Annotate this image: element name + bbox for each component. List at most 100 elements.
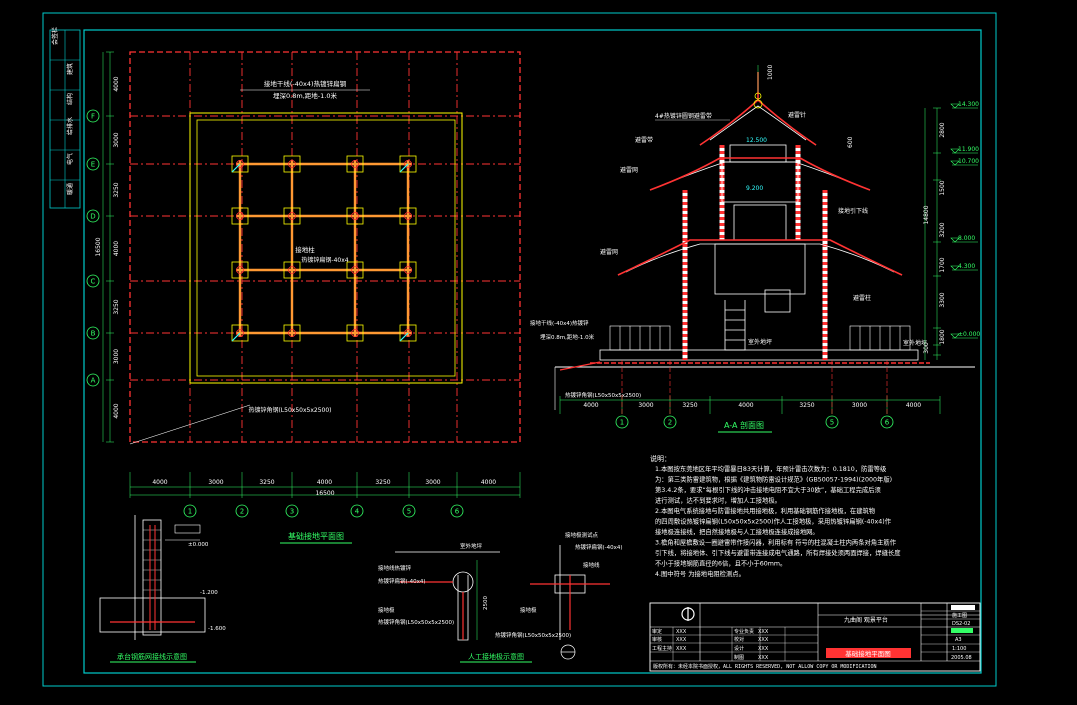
section-dim: 3250 (799, 402, 814, 409)
column-node (288, 329, 296, 337)
tb-name: XXX (758, 655, 769, 661)
section-vdim: 3300 (939, 292, 946, 307)
elevation-marker: 11.900 (950, 146, 979, 154)
side-strip-item: 电气 (66, 153, 74, 165)
tb-drawing-name: 基础接地平面图 (845, 649, 891, 658)
detail-test-point: 接地极测试点 热镀锌扁钢(-40x4) 接地线 接地极 热镀锌角钢(L50x50… (495, 531, 623, 640)
mid-detail-title: 人工接地极示意图 (468, 652, 524, 661)
tb-role: 工程主持 (652, 645, 672, 652)
column-node (351, 266, 359, 274)
section-vdim: 14800 (923, 205, 930, 224)
label-h2: 9.200 (746, 185, 763, 192)
tb-role: 专业负责 (734, 628, 754, 635)
svg-text:1: 1 (188, 508, 192, 516)
column-pad (231, 207, 249, 225)
tb-drawing-no: DS2-02 (952, 621, 970, 627)
plan-note-top-1: 接地干线(-40x4)热镀锌扁钢 (264, 79, 347, 88)
tb-name: XXX (676, 637, 687, 643)
left-elev-2: -1.600 (208, 626, 226, 632)
section-vdim: 1700 (939, 257, 946, 272)
plan-col-dim: 3000 (208, 479, 223, 486)
tb-name: XXX (676, 629, 687, 635)
column-node (236, 160, 244, 168)
column-pad (283, 261, 301, 279)
label-h3: 600 (847, 136, 854, 148)
tb-name: XXX (758, 629, 769, 635)
column-pad (346, 324, 364, 342)
column-node (288, 212, 296, 220)
mid-dim: 2500 (483, 596, 489, 610)
tb-scale: 1:100 (952, 646, 966, 652)
axis-bubble-col: 3 (285, 504, 299, 518)
section-vdim: 3200 (939, 222, 946, 237)
note-line: 不小于接地钢筋直径的6倍，且不小于60mm。 (655, 559, 786, 568)
plan-note-top-2: 埋深0.8m,距地-1.0米 (273, 91, 337, 100)
svg-text:14.300: 14.300 (958, 101, 979, 108)
plan-col-dim: 3250 (259, 479, 274, 486)
column-pad (346, 207, 364, 225)
label-ceiling: 避雷网 (600, 248, 618, 256)
plan-row-dim: 3250 (113, 299, 120, 314)
svg-text:6: 6 (455, 508, 460, 516)
section-dim: 4000 (738, 402, 753, 409)
tb-stage: 施工图 (952, 612, 967, 619)
column-node (236, 212, 244, 220)
column-pad (346, 261, 364, 279)
section-dim: 3000 (638, 402, 653, 409)
elevation-marker: ±0.000 (950, 331, 980, 339)
column-node (351, 212, 359, 220)
section-dim: 4000 (906, 402, 921, 409)
section-vdim: 1500 (939, 180, 946, 195)
plan-note-mid-2: 热镀锌扁钢-40x4 (301, 256, 348, 264)
svg-text:±0.000: ±0.000 (958, 331, 980, 338)
notes-heading: 说明： (650, 454, 671, 463)
label-ground-lead-1: 接地干线(-40x4)热镀锌 (530, 319, 589, 327)
right-label-5: 热镀锌角钢(L50x50x5x2500) (495, 631, 571, 639)
column-pad (231, 324, 249, 342)
firm-logo (681, 607, 695, 621)
plan-note-mid-1: 接地柱 (295, 245, 315, 254)
column-node (404, 212, 412, 220)
tb-name: XXX (758, 646, 769, 652)
axis-bubble-col: 1 (183, 504, 197, 518)
column-node (351, 329, 359, 337)
down-lead-marker (399, 163, 409, 173)
plan-col-dim: 4000 (152, 479, 167, 486)
side-strip-item: 给排水 (66, 117, 74, 135)
tb-role: 制图 (734, 654, 744, 661)
mid-label-2: 接地线热镀锌 (378, 564, 412, 572)
svg-text:10.700: 10.700 (958, 158, 979, 165)
plan-row-total: 16500 (95, 237, 102, 256)
svg-text:3: 3 (290, 508, 294, 516)
label-eave: 避雷网 (620, 166, 638, 174)
note-line: 4.图中符号 为接地电阻检测点。 (655, 569, 745, 578)
label-outdoor-left: 室外地坪 (748, 338, 772, 346)
left-detail-title: 承台钢筋网接线示意图 (117, 652, 187, 661)
plan-row-dim: 4000 (113, 403, 120, 418)
title-block: 九曲阁 观景平台 基础接地平面图 DS2-02 施工图 A3 1:100 200… (649, 602, 981, 672)
axis-bubble-col: 6 (450, 504, 464, 518)
svg-text:8.000: 8.000 (958, 235, 975, 242)
section-vdim: 300 (923, 342, 930, 354)
down-lead-marker (231, 163, 241, 173)
label-ridge: 避雷带 (635, 136, 653, 144)
axis-bubble-row: D (86, 209, 100, 223)
right-label-4: 接地极 (520, 606, 537, 614)
section-dim: 3000 (852, 402, 867, 409)
svg-text:2: 2 (668, 419, 672, 427)
elevation-marker: 8.000 (950, 235, 978, 243)
column-pad (399, 207, 417, 225)
note-line: 2.本图电气系统接地与防雷接地共用接地极，利用基础钢筋作接地极，在建筑物 (655, 506, 875, 515)
section-dim: 4000 (583, 402, 598, 409)
tb-footer: 版权所有：未经本院书面授权，ALL RIGHTS RESERVED, NOT A… (653, 663, 877, 670)
column-pad (399, 155, 417, 173)
side-strip-title: 会签栏 (51, 27, 59, 45)
note-line: 3.檐角和屋檐敷设一圈避雷带作接闪器，利用标有 符号的柱混凝土柱内两条对角主筋作 (655, 538, 897, 547)
detail-cap-rebar: ±0.000 -1.200 -1.600 承台钢筋网接线示意图 (99, 515, 226, 663)
section-vdim: 2800 (939, 122, 946, 137)
column-node (404, 160, 412, 168)
plan-row-dim: 3250 (113, 182, 120, 197)
note-line: 引下线，将接地体、引下线与避雷带连接成电气通路，所有焊接处须两面焊接，焊缝长度 (655, 548, 901, 557)
svg-text:F: F (91, 113, 95, 121)
tb-project: 九曲阁 观景平台 (844, 616, 888, 624)
